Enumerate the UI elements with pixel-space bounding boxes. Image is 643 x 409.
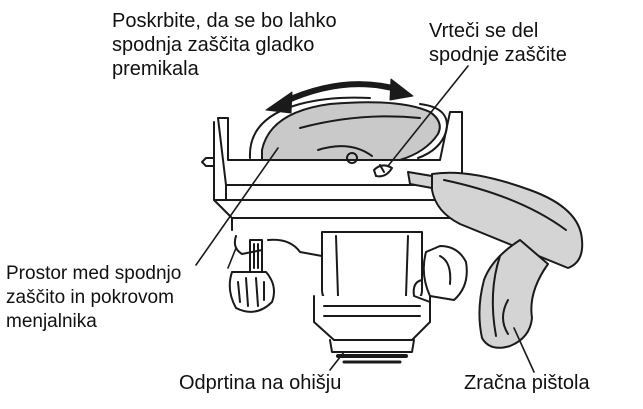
label-line: zaščito in pokrovom (6, 287, 174, 308)
motor-housing (313, 231, 431, 364)
label-line: premikala (112, 58, 199, 80)
label-line: spodnje zaščite (429, 44, 567, 66)
depth-knob (228, 235, 323, 313)
label-line: spodnja zaščita gladko (112, 34, 315, 56)
label-guard-movement: Poskrbite, da se bo lahko spodnja zaščit… (112, 9, 337, 81)
rotating-part (373, 164, 393, 178)
air-gun-icon (407, 171, 584, 349)
label-line: Vrteči se del (429, 20, 539, 42)
label-line: menjalnika (6, 311, 97, 332)
gearbox-cover (412, 245, 468, 303)
label-air-gun: Zračna pištola (464, 372, 590, 394)
label-line: Poskrbite, da se bo lahko (112, 10, 337, 32)
label-line: Prostor med spodnjo (6, 263, 182, 284)
label-rotating-part: Vrteči se del spodnje zaščite (429, 19, 567, 67)
leader-lines (195, 65, 535, 373)
label-gap: Prostor med spodnjo zaščito in pokrovom … (6, 262, 181, 334)
label-housing-opening: Odprtina na ohišju (179, 372, 342, 394)
